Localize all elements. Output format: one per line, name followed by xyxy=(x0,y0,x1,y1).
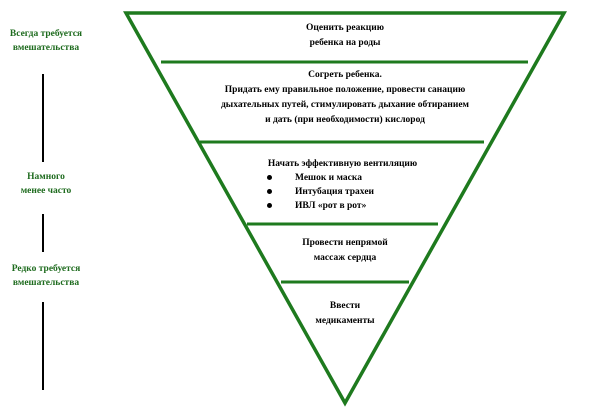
label-line: вмешательства xyxy=(12,43,80,53)
label-rarely-required: Редко требуется вмешательства xyxy=(0,262,92,290)
band-line: медикаменты xyxy=(315,316,375,326)
bullet-icon xyxy=(267,175,272,180)
band-line: Провести непрямой xyxy=(302,238,388,248)
band-line: Начать эффективную вентиляцию xyxy=(267,159,418,169)
label-line: Всегда требуется xyxy=(9,29,83,39)
band-line: и дать (при необходимости) кислород xyxy=(265,115,425,125)
list-item-label: ИВЛ «рот в рот» xyxy=(295,201,367,211)
band-assess: Оценить реакцию ребенка на роды xyxy=(245,21,445,51)
bullet-icon xyxy=(267,203,272,208)
scale-line-2 xyxy=(42,214,44,252)
list-item-label: Интубация трахеи xyxy=(295,187,375,197)
band-line: Ввести xyxy=(329,301,361,311)
band-line: Согреть ребенка. xyxy=(308,70,382,80)
label-line: Намного xyxy=(27,172,65,182)
band-line: дыхательных путей, стимулировать дыхание… xyxy=(220,100,470,110)
band-ventilation-title: Начать эффективную вентиляцию xyxy=(225,157,460,172)
band-line: Придать ему правильное положение, провес… xyxy=(224,85,466,95)
band-cardiac-massage: Провести непрямой массаж сердца xyxy=(265,236,425,266)
list-item: Интубация трахеи xyxy=(265,185,374,199)
band-line: ребенка на роды xyxy=(309,38,381,48)
band-warm: Согреть ребенка. Придать ему правильное … xyxy=(170,68,520,128)
ventilation-methods-list: Мешок и маска Интубация трахеи ИВЛ «рот … xyxy=(265,171,374,213)
band-line: Оценить реакцию xyxy=(305,23,385,33)
label-line: Редко требуется xyxy=(11,264,81,274)
scale-line-3 xyxy=(42,302,44,390)
label-always-required: Всегда требуется вмешательства xyxy=(0,27,92,55)
list-item: ИВЛ «рот в рот» xyxy=(265,199,374,213)
label-less-often: Намного менее часто xyxy=(0,170,92,198)
pyramid-outline xyxy=(123,11,567,407)
band-medications: Ввести медикаменты xyxy=(285,299,405,329)
bullet-icon xyxy=(267,189,272,194)
label-line: менее часто xyxy=(20,186,72,196)
list-item: Мешок и маска xyxy=(265,171,374,185)
scale-line-1 xyxy=(42,74,44,162)
label-line: вмешательства xyxy=(12,278,80,288)
list-item-label: Мешок и маска xyxy=(295,173,362,183)
band-line: массаж сердца xyxy=(313,253,377,263)
